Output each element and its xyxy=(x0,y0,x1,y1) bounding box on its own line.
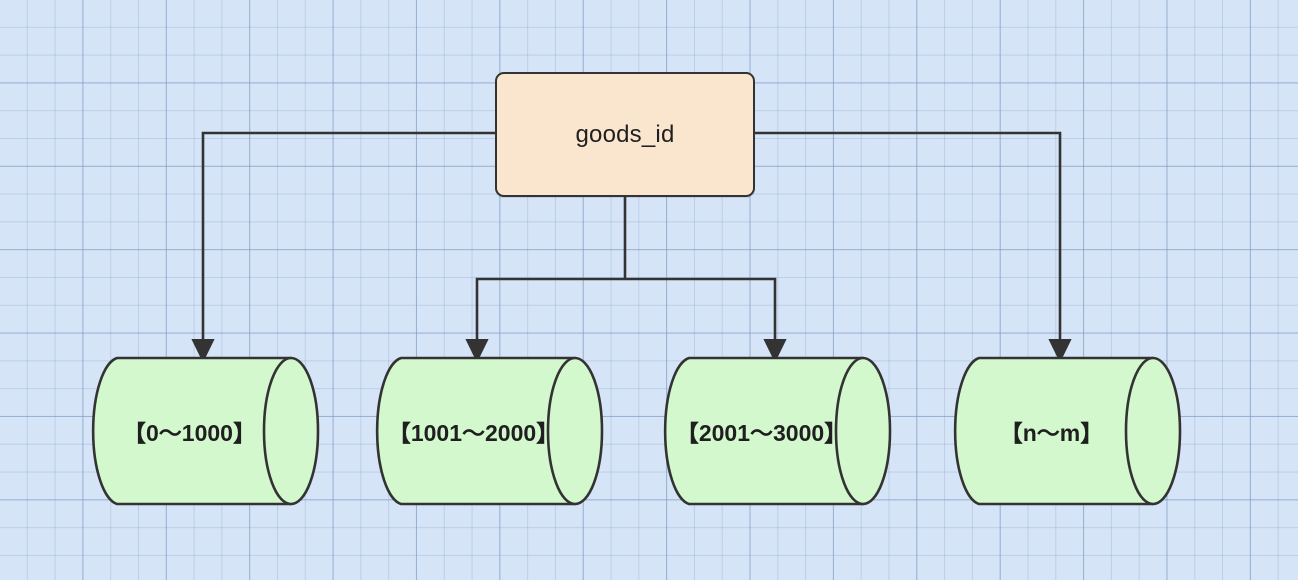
node-shard-4[interactable]: 【n〜m】 xyxy=(950,356,1182,506)
edge-goods-id-to-shard-3 xyxy=(625,277,787,363)
node-goods-id[interactable]: goods_id xyxy=(495,72,755,197)
node-shard-4-label: 【n〜m】 xyxy=(999,420,1104,446)
edge-goods-id-to-shard-4 xyxy=(755,131,1072,363)
node-goods-id-label: goods_id xyxy=(575,120,675,148)
node-shard-2[interactable]: 【1001〜2000】 xyxy=(372,356,604,506)
node-shard-2-label: 【1001〜2000】 xyxy=(387,420,560,446)
edge-goods-id-to-shard-2 xyxy=(465,277,625,363)
cylinder-face-1 xyxy=(262,356,320,506)
cylinder-face-2 xyxy=(546,356,604,506)
cylinder-face-4 xyxy=(1124,356,1182,506)
node-shard-3[interactable]: 【2001〜3000】 xyxy=(660,356,892,506)
node-shard-3-label: 【2001〜3000】 xyxy=(675,420,848,446)
cylinder-face-3 xyxy=(834,356,892,506)
node-shard-1[interactable]: 【0〜1000】 xyxy=(88,356,320,506)
edge-goods-id-to-shard-1 xyxy=(191,131,495,363)
node-shard-1-label: 【0〜1000】 xyxy=(123,420,256,446)
